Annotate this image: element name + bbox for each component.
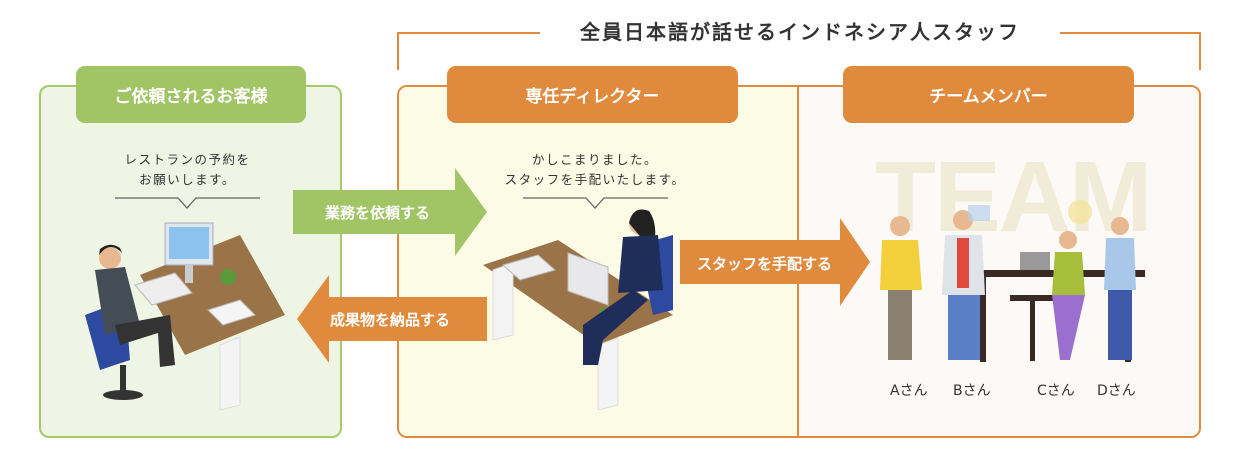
team-header: チームメンバー [843,66,1134,123]
deliver-arrow [297,275,487,363]
request-arrow-label: 業務を依頼する [325,204,431,222]
speech-line: かしこまりました。 [531,152,658,167]
director-speech: かしこまりました。 スタッフを手配いたします。 [480,150,710,216]
request-arrow [293,168,487,256]
speech-line: お願いします。 [139,172,236,187]
team-members-illustration [880,200,1145,362]
director-header: 専任ディレクター [447,66,738,123]
team-member-b: Bさん [953,383,991,399]
deliver-arrow-label: 成果物を納品する [330,311,451,329]
assign-arrow [680,218,870,306]
team-member-a: Aさん [890,383,928,399]
assign-arrow-label: スタッフを手配する [697,255,833,273]
speech-line: スタッフを手配いたします。 [504,172,686,187]
team-member-d: Dさん [1097,383,1136,399]
team-member-c: Cさん [1037,383,1075,399]
customer-at-desk-illustration [85,222,285,410]
staff-group-title: 全員日本語が話せるインドネシア人スタッフ [540,16,1060,46]
speech-tail [522,197,668,209]
speech-line: レストランの予約を [124,152,251,167]
customer-header: ご依頼されるお客様 [76,66,306,123]
customer-speech: レストランの予約を お願いします。 [90,150,285,216]
director-at-desk-illustration [483,209,673,410]
speech-tail [115,197,260,209]
team-watermark: TEAM [875,141,1152,253]
